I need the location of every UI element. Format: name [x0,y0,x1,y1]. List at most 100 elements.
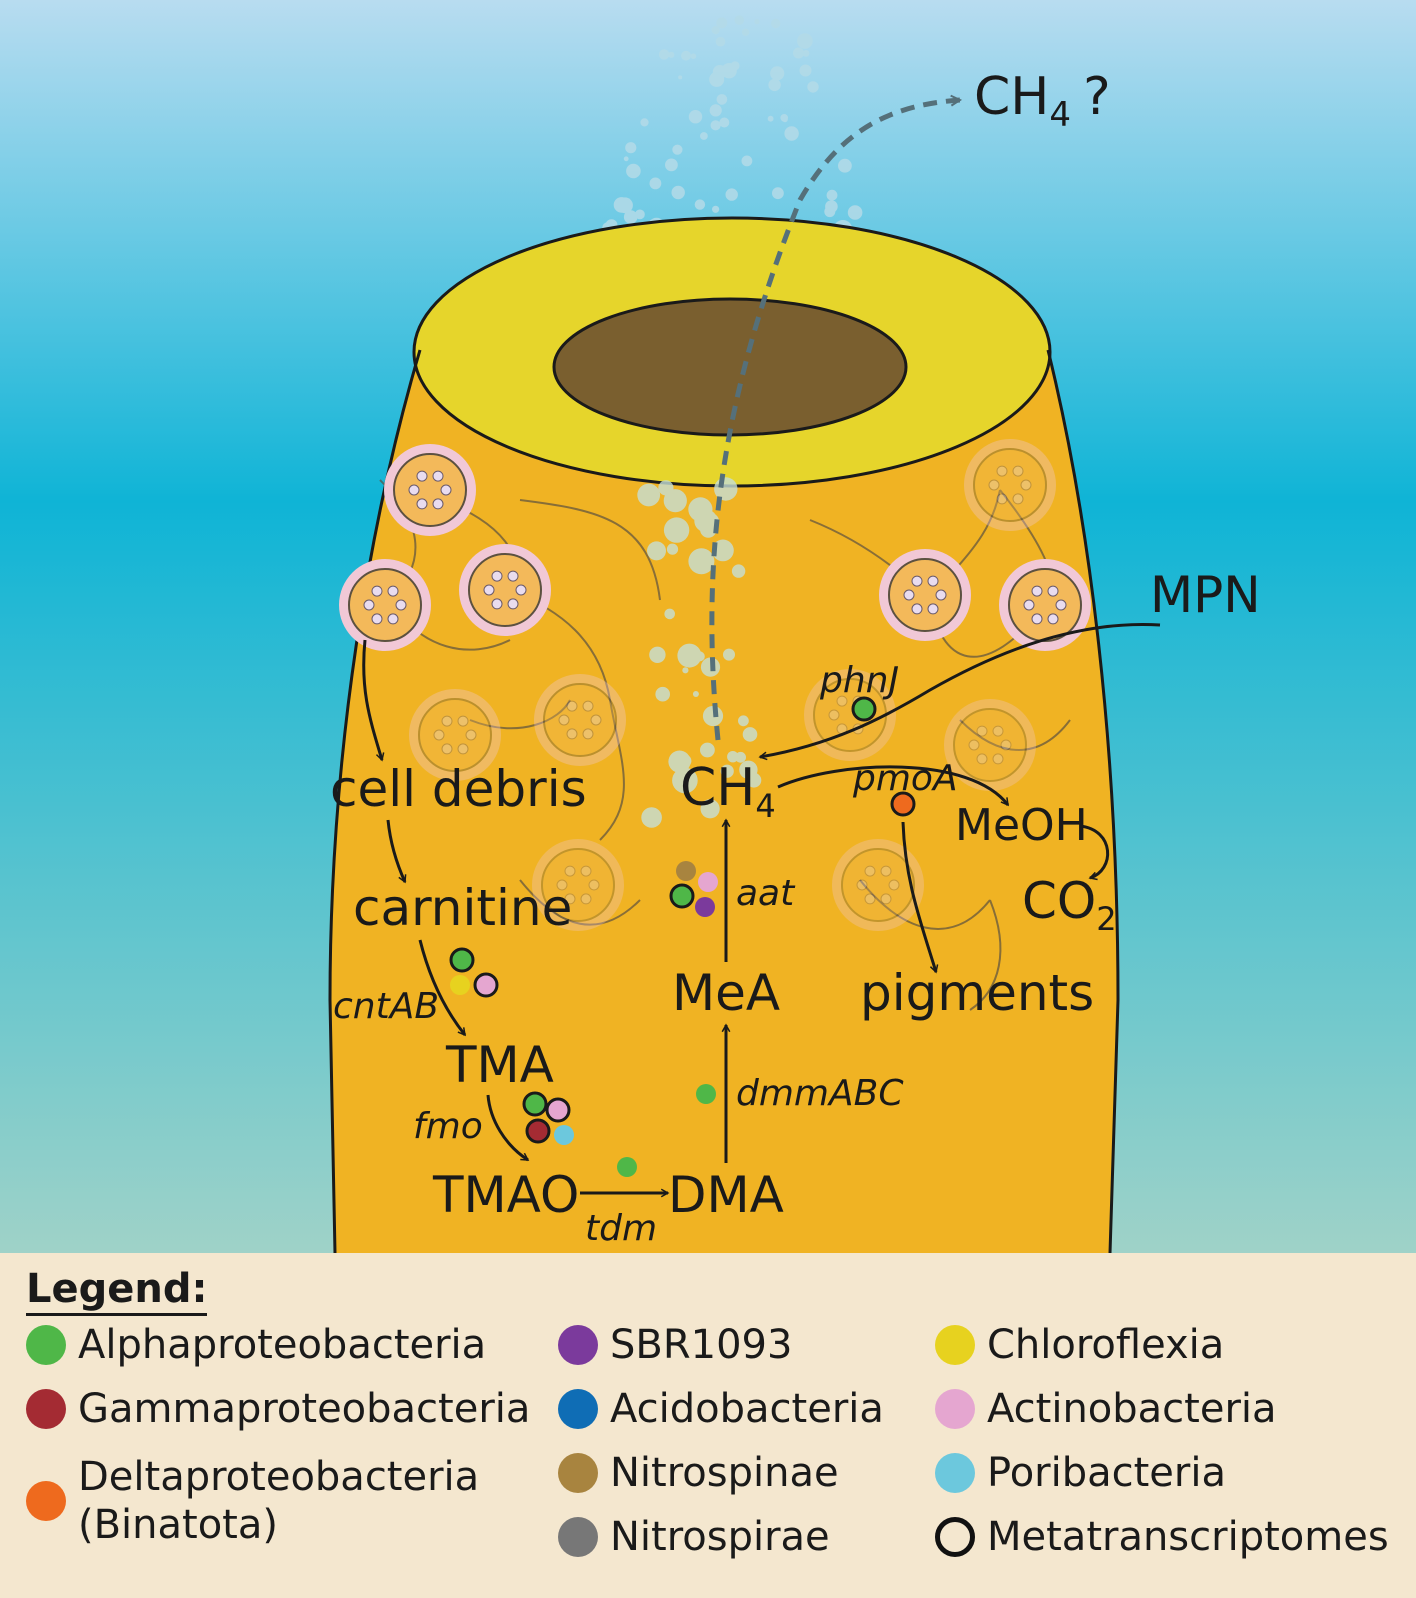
phnj-gene-label: phnJ [819,660,899,701]
legend-item-label: Acidobacteria [610,1386,884,1432]
bubble [625,142,637,154]
bubble [802,50,810,57]
legend-item: Alphaproteobacteria [26,1321,486,1369]
bubble [700,799,720,819]
bubble [649,177,662,190]
choanocyte-chamber [409,689,501,781]
legend-item: SBR1093 [558,1321,792,1369]
bubble [768,78,781,92]
bubble [739,760,758,779]
bubble [847,205,863,220]
bubble [797,33,813,49]
bubble [825,200,838,213]
legend-item: Chloroflexia [935,1321,1224,1369]
legend-item-label: Chloroflexia [987,1322,1225,1368]
legend-item-label: Nitrospirae [610,1514,830,1560]
arrow-mpn-to-ch4 [760,622,1161,757]
choanocyte-chamber [879,549,971,641]
choanocyte-chamber [534,674,626,766]
pigments-label: pigments [860,964,1094,1022]
bubble [665,158,678,172]
bubble [641,807,662,828]
pathway-arrows [362,622,1161,1193]
bubble [725,188,738,201]
sponge-osculum [552,297,908,437]
arrow-chamber-to-debris [362,639,382,760]
bubble [681,50,691,61]
legend-title: Legend: [26,1267,208,1316]
bubble [712,111,717,117]
sponge-outline [328,349,1120,1253]
bubble [730,61,740,71]
arrow-carnitine-to-tma [418,939,467,1035]
taxon-markers [449,696,916,1177]
bubble [690,53,697,59]
bubble [666,543,679,555]
bubble [688,110,703,124]
legend-item: Metatranscriptomes [935,1513,1389,1561]
tdm-gene-label: tdm [585,1208,657,1249]
fmo-poribacteria-dot [554,1125,574,1145]
bubble [694,651,705,662]
ch4-release-label: CH4? [974,67,1111,135]
legend-item: Gammaproteobacteria [26,1385,530,1433]
nitrospirae-dot-icon [558,1517,598,1557]
bubble [754,19,760,25]
carnitine-label: carnitine [353,879,572,937]
choanocyte-chamber [944,699,1036,791]
bubble [742,727,758,742]
bubble [647,541,666,561]
bubble [688,548,715,575]
bubble [709,71,725,87]
aat-alphaproteobacteria-dot [669,883,695,909]
bubble [682,667,689,674]
aat-gene-label: aat [736,873,796,914]
fmo-alphaproteobacteria-dot [522,1091,548,1117]
bubble [672,144,683,155]
choanocyte-chambers [339,439,1091,931]
legend-item: Poribacteria [935,1449,1226,1497]
bubble [623,156,629,162]
phnj-alphaproteobacteria-dot [851,696,877,722]
actinobacteria-dot-icon [935,1389,975,1429]
tma-label: TMA [445,1036,554,1094]
bubble [738,715,749,727]
legend-item-label: Poribacteria [987,1450,1226,1496]
cell-debris-label: cell debris [330,760,587,818]
bubble [700,521,717,538]
bubble [678,75,683,80]
bubble [767,115,774,122]
dmmabc-gene-label: dmmABC [736,1073,904,1114]
bubble [702,705,724,727]
bubble [635,209,645,220]
inner-methane-bubbles [637,477,762,828]
bubble [780,114,788,122]
aat-sbr1093-dot [695,897,715,917]
sponge-diagram: CH4? MPN phnJ CH4 pmoA MeOH CO2 cell deb… [0,0,1416,1253]
bubble [770,66,785,81]
choanocyte-chamber [964,439,1056,531]
chloroflexia-dot-icon [935,1325,975,1365]
arrow-meoh-to-co2 [1079,824,1110,878]
nitrospinae-dot-icon [558,1453,598,1493]
alphaproteobacteria-dot-icon [26,1325,66,1365]
fmo-actinobacteria-dot [545,1097,571,1123]
legend-item-label: Metatranscriptomes [987,1514,1389,1560]
arrow-pmoa-to-pigments [901,821,936,972]
bubble [771,18,781,29]
cntab-alphaproteobacteria-dot [449,947,475,973]
co2-label: CO2 [1022,872,1117,938]
cntab-actinobacteria-dot [473,972,499,998]
bubble [715,36,726,47]
bubble [793,47,804,59]
legend-item: Nitrospinae [558,1449,839,1497]
legend-item-label: Gammaproteobacteria [78,1386,531,1432]
bubble [784,126,799,141]
acidobacteria-dot-icon [558,1389,598,1429]
bubble [710,120,721,131]
legend-item-label: SBR1093 [610,1322,793,1368]
meoh-label: MeOH [955,800,1088,851]
bubble [826,189,838,201]
bubble [640,118,649,127]
bubble [711,26,720,35]
